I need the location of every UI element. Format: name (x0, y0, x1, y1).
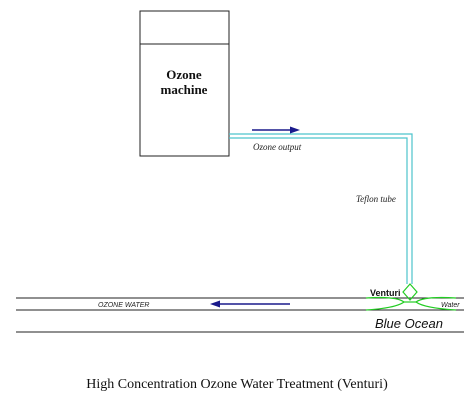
diagram-caption: High Concentration Ozone Water Treatment… (86, 377, 388, 392)
ozone-machine: Ozone machine (139, 10, 230, 157)
teflon-tube-label: Teflon tube (356, 194, 396, 204)
ozone-water-arrow (210, 300, 290, 308)
ozone-output-label: Ozone output (253, 142, 302, 152)
ozone-machine-label-line2: machine (161, 82, 208, 97)
ozone-water-label: OZONE WATER (98, 302, 149, 309)
ozone-output-arrow (252, 126, 300, 134)
venturi-injector (365, 283, 457, 311)
teflon-tube-outer (229, 133, 413, 284)
venturi-label: Venturi (370, 288, 401, 298)
water-label: Water (441, 302, 460, 309)
teflon-tube-inner (229, 137, 408, 284)
ozone-machine-box (139, 10, 230, 157)
ozone-machine-label-line1: Ozone (166, 67, 202, 82)
teflon-tube (229, 133, 413, 284)
blue-ocean-label: Blue Ocean (375, 316, 443, 331)
